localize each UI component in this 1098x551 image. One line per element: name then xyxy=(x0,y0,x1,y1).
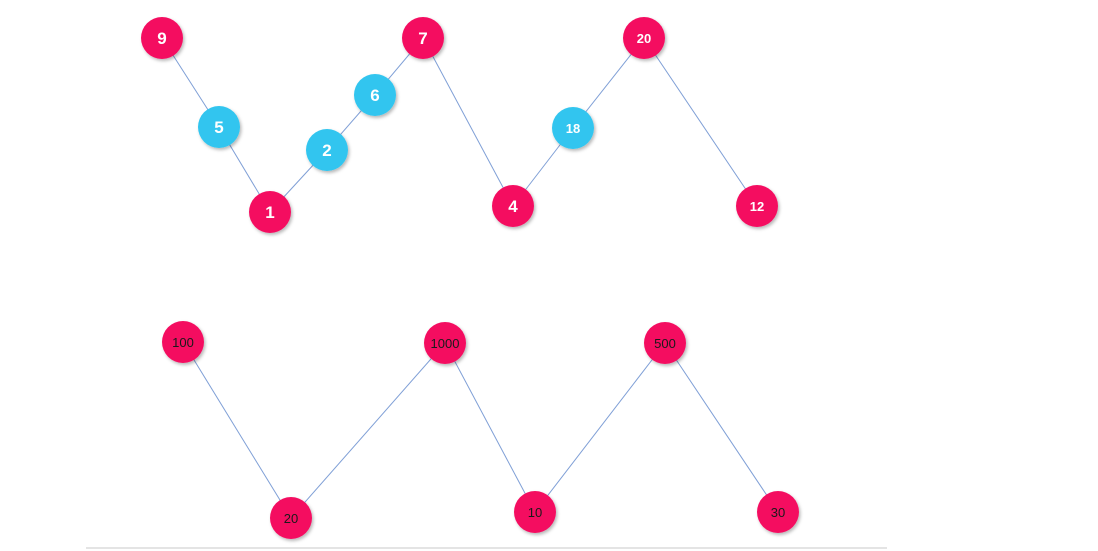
node-circle-n7 xyxy=(402,17,444,59)
node-circle-m500 xyxy=(644,322,686,364)
node-circle-n12 xyxy=(736,185,778,227)
node-label-n4: 4 xyxy=(508,197,518,216)
edge-m10-m500 xyxy=(534,342,666,513)
node-circle-n1 xyxy=(249,191,291,233)
node-m10: 10 xyxy=(514,491,556,533)
node-n18: 18 xyxy=(552,107,594,149)
edge-m20-m1000 xyxy=(290,342,446,519)
node-circle-m100 xyxy=(162,321,204,363)
node-n5: 5 xyxy=(198,106,240,148)
node-label-m100: 100 xyxy=(172,335,194,350)
edge-n20-n12 xyxy=(643,37,758,207)
node-circle-n6 xyxy=(354,74,396,116)
node-circle-n5 xyxy=(198,106,240,148)
node-circle-m10 xyxy=(514,491,556,533)
node-circle-n9 xyxy=(141,17,183,59)
node-m100: 100 xyxy=(162,321,204,363)
node-circle-n2 xyxy=(306,129,348,171)
node-circle-m20 xyxy=(270,497,312,539)
node-circle-m30 xyxy=(757,491,799,533)
node-label-m10: 10 xyxy=(528,505,542,520)
node-label-m20: 20 xyxy=(284,511,298,526)
edge-m100-m20 xyxy=(182,341,292,519)
node-label-n12: 12 xyxy=(750,199,764,214)
node-m30: 30 xyxy=(757,491,799,533)
node-n20: 20 xyxy=(623,17,665,59)
node-label-n18: 18 xyxy=(566,121,580,136)
node-m1000: 1000 xyxy=(424,322,466,364)
node-label-n5: 5 xyxy=(214,118,223,137)
node-label-n7: 7 xyxy=(418,29,427,48)
node-label-m500: 500 xyxy=(654,336,676,351)
node-n7: 7 xyxy=(402,17,444,59)
node-label-n20: 20 xyxy=(637,31,651,46)
node-n4: 4 xyxy=(492,185,534,227)
node-circle-n18 xyxy=(552,107,594,149)
node-circle-n4 xyxy=(492,185,534,227)
node-label-n9: 9 xyxy=(157,29,166,48)
node-label-n6: 6 xyxy=(370,86,379,105)
node-n1: 1 xyxy=(249,191,291,233)
node-n9: 9 xyxy=(141,17,183,59)
node-label-m1000: 1000 xyxy=(431,336,460,351)
node-label-n2: 2 xyxy=(322,141,331,160)
edge-m500-m30 xyxy=(664,342,779,513)
node-label-m30: 30 xyxy=(771,505,785,520)
node-n12: 12 xyxy=(736,185,778,227)
bottom-divider xyxy=(86,547,887,549)
node-circle-n20 xyxy=(623,17,665,59)
node-m20: 20 xyxy=(270,497,312,539)
node-label-n1: 1 xyxy=(265,203,274,222)
node-n6: 6 xyxy=(354,74,396,116)
edges-layer xyxy=(161,37,779,519)
node-m500: 500 xyxy=(644,322,686,364)
node-circle-m1000 xyxy=(424,322,466,364)
edge-n7-n4 xyxy=(422,37,514,207)
edge-m1000-m10 xyxy=(444,342,536,513)
node-n2: 2 xyxy=(306,129,348,171)
